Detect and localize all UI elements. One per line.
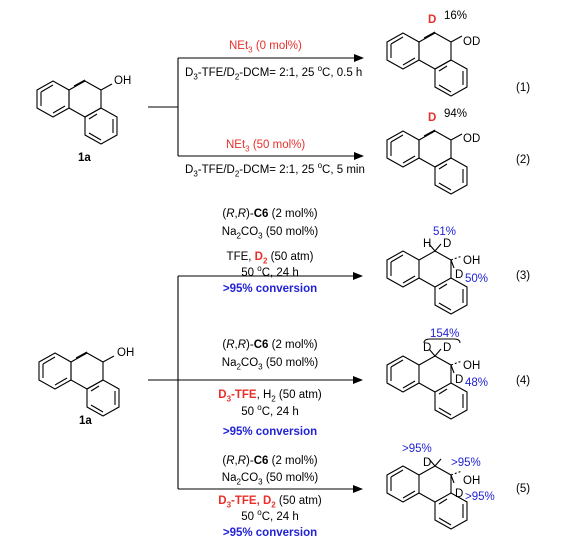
- reaction-2-conditions: D3-TFE/D2-DCM= 2:1, 25 oC, 5 min: [185, 161, 365, 179]
- reaction-3-solvent: TFE, D2 (50 atm): [226, 251, 314, 266]
- product-4-top-percent: 154%: [430, 328, 460, 340]
- product-3-d2: D: [455, 269, 464, 281]
- product-4-d2: D: [443, 342, 452, 354]
- product-2-d: D: [428, 112, 437, 124]
- product-5-oh: OH: [463, 475, 481, 487]
- reaction-5-conversion: >95% conversion: [222, 527, 318, 539]
- product-4-d3: D: [455, 374, 464, 386]
- product-1-percent: 16%: [444, 10, 468, 22]
- product-1-structure: [386, 31, 468, 97]
- product-5-d1-percent: >95%: [451, 457, 481, 469]
- product-4-oh: OH: [463, 360, 481, 372]
- product-3-structure: [386, 243, 468, 315]
- product-3-right-percent: 50%: [465, 273, 489, 285]
- reaction-4-catalyst: (R,R)-C6 (2 mol%): [222, 339, 318, 351]
- product-5-d1: D: [423, 457, 432, 469]
- equation-number-5: (5): [516, 483, 531, 495]
- product-5-top-percent: >95%: [402, 443, 432, 455]
- reaction-3-catalyst: (R,R)-C6 (2 mol%): [222, 208, 318, 220]
- product-2-od: OD: [463, 133, 481, 145]
- product-2-structure: [386, 129, 468, 195]
- bottom-substrate-structure: [38, 351, 120, 417]
- reaction-4-solvent: D3-TFE, H2 (50 atm): [218, 389, 322, 404]
- product-3-d: D: [443, 238, 452, 250]
- reaction-3-conversion: >95% conversion: [222, 283, 318, 295]
- product-3-top-percent: 51%: [433, 226, 457, 238]
- top-substrate-structure: [36, 79, 118, 145]
- product-4-d1: D: [423, 342, 432, 354]
- reaction-4-base: Na2CO3 (50 mol%): [221, 357, 319, 372]
- product-2-percent: 94%: [444, 108, 468, 120]
- product-3-h: H: [423, 238, 432, 250]
- reaction-1-conditions: D3-TFE/D2-DCM= 2:1, 25 oC, 0.5 h: [185, 64, 363, 82]
- product-4-right-percent: 48%: [465, 377, 489, 389]
- product-4-structure: [386, 348, 468, 420]
- equation-number-1: (1): [516, 82, 531, 94]
- reaction-3-temperature: 50 oC, 24 h: [241, 264, 299, 279]
- top-substrate-oh: OH: [114, 75, 132, 87]
- reaction-1-catalyst: NEt3 (0 mol%): [229, 40, 302, 55]
- product-1-d: D: [428, 14, 437, 26]
- reaction-4-conversion: >95% conversion: [222, 426, 318, 438]
- product-5-right-percent: >95%: [465, 491, 495, 503]
- equation-number-2: (2): [516, 154, 531, 166]
- equation-number-3: (3): [516, 270, 531, 282]
- reaction-5-solvent: D3-TFE, D2 (50 atm): [218, 495, 322, 510]
- product-3-oh: OH: [463, 255, 481, 267]
- product-5-d3: D: [455, 488, 464, 500]
- bottom-substrate-oh: OH: [117, 347, 135, 359]
- reaction-5-base: Na2CO3 (50 mol%): [221, 472, 319, 487]
- top-substrate-label: 1a: [78, 152, 91, 164]
- reaction-4-temperature: 50 oC, 24 h: [241, 403, 299, 418]
- reaction-5-catalyst: (R,R)-C6 (2 mol%): [222, 455, 318, 467]
- product-1-od: OD: [463, 36, 481, 48]
- equation-number-4: (4): [516, 375, 531, 387]
- reaction-2-catalyst: NEt3 (50 mol%): [226, 139, 306, 154]
- reaction-5-temperature: 50 oC, 24 h: [241, 508, 299, 523]
- reaction-3-base: Na2CO3 (50 mol%): [221, 226, 319, 241]
- product-5-structure: [386, 458, 468, 530]
- bottom-substrate-label: 1a: [79, 415, 92, 427]
